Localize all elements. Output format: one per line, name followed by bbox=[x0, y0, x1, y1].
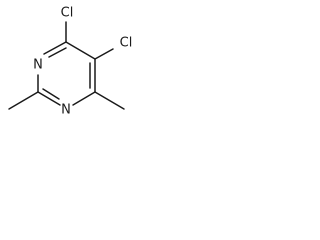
bond-c5-cl bbox=[94, 48, 114, 60]
bond-c6-n1 bbox=[72, 91, 96, 106]
atom-label-cl-c4: Cl bbox=[61, 6, 74, 21]
chemical-structure-drawing: Cl Cl N N bbox=[8, 6, 132, 118]
atom-label-n1: N bbox=[61, 103, 71, 118]
bond-c2-methyl bbox=[8, 91, 39, 110]
bond-n3-c4 bbox=[43, 41, 67, 55]
substituent-bonds bbox=[8, 21, 125, 110]
bond-c4-c5 bbox=[65, 41, 96, 60]
bond-n1-c2 bbox=[37, 91, 61, 106]
ring-bonds bbox=[37, 41, 96, 106]
atom-label-cl-c5: Cl bbox=[120, 36, 133, 51]
bond-c6-methyl bbox=[94, 91, 125, 110]
atom-label-n3: N bbox=[33, 58, 43, 73]
bond-n1-c2-inner bbox=[42, 88, 60, 100]
atom-labels: Cl Cl N N bbox=[33, 6, 132, 118]
bond-n3-c4-inner bbox=[48, 47, 67, 58]
